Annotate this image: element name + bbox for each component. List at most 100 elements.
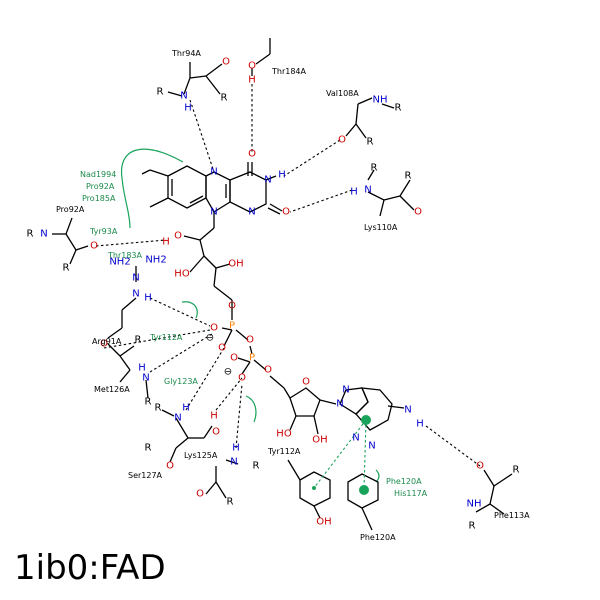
residue-phe120-side: Phe120A: [360, 533, 396, 542]
ring-centroid-phe120: [359, 485, 369, 495]
atom-lys125-n: N: [174, 413, 181, 424]
atom-thr94-r1: R: [157, 87, 164, 98]
atom-n9: N: [336, 399, 343, 410]
atom-o2p-phos: O: [218, 343, 226, 354]
residue-pro185: Pro185A: [82, 194, 116, 203]
atom-thr94-o: O: [222, 57, 230, 68]
atom-thr94-r2: R: [221, 93, 228, 104]
hydrophobic-arc-gly123: [245, 395, 257, 423]
hbond-ser127-op: [215, 377, 243, 411]
hydrophobic-arc-tyr112: [181, 301, 198, 319]
atom-ser127-n: N: [230, 457, 237, 468]
atom-thr94-h: H: [184, 103, 192, 114]
residue-arg91: Arg91A: [92, 337, 122, 346]
hbond-arg91-op: [149, 297, 211, 327]
pi-tyr112: [313, 419, 367, 489]
atom-o2a-ribose: OH: [312, 435, 327, 446]
atom-p2: P: [249, 353, 255, 364]
hbond-lys110-o2: [289, 189, 353, 213]
atom-o2a: O: [238, 373, 246, 384]
atom-lys125-h: H: [182, 403, 190, 414]
residue-nad1994: Nad1994: [80, 170, 116, 179]
atom-val108-r2: R: [367, 137, 374, 148]
atom-ser127-o: O: [196, 489, 204, 500]
atom-n10: N: [210, 207, 217, 218]
residue-pro92: Pro92A: [56, 205, 85, 214]
hydrophobic-arc-phe120: [375, 469, 380, 483]
atom-o5p: O: [228, 301, 236, 312]
atom-o3p-bridge: O: [246, 335, 254, 346]
residue-lys125: Lys125A: [184, 451, 218, 460]
atom-o5a: O: [264, 365, 272, 376]
residue-thr184: Thr184A: [271, 67, 307, 76]
atom-lys110-r2: R: [405, 171, 412, 182]
atom-met126-o: O: [100, 339, 108, 350]
residue-phe113: Phe113A: [494, 511, 530, 520]
benzene-ring: [167, 165, 207, 209]
atom-arg91-ne: N: [132, 273, 139, 284]
atom-n3: N: [264, 175, 271, 186]
atom-h2p: H: [162, 237, 170, 248]
atom-phe113-nh: NH: [467, 499, 482, 510]
pi-phe120: [363, 419, 367, 491]
atom-labels: N N N N H O O O H HO OH O P O ⊖ O O P O …: [27, 57, 520, 532]
atom-lys110-o: O: [414, 207, 422, 218]
atom-arg91-nh2b: NH2: [145, 255, 166, 266]
pi-stacking: [312, 415, 371, 495]
atom-h6: H: [416, 419, 424, 430]
atom-ser127-h2: H: [232, 443, 240, 454]
ring-centroid-tyr112: [312, 486, 316, 490]
residue-his117: His117A: [394, 489, 428, 498]
atom-val108-nh: NH: [373, 95, 388, 106]
atom-lys110-n: N: [364, 185, 371, 196]
atom-o1a: O: [230, 353, 238, 364]
atom-thr94-n: N: [180, 91, 187, 102]
tyr112-ring: [299, 471, 331, 507]
atom-pro92-r2: R: [63, 263, 70, 274]
atom-o4a: O: [302, 377, 310, 388]
hydrophobic-arc-nad: [120, 148, 184, 229]
residue-val108: Val108A: [326, 89, 359, 98]
hydrogen-bonds: [95, 84, 481, 467]
residue-pro92-hydrophobic: Pro92A: [86, 182, 115, 191]
atom-lys110-r1: R: [371, 163, 378, 174]
atom-charge-1: ⊖: [206, 333, 214, 344]
atom-o4p: OH: [228, 259, 243, 270]
phe120-ring: [347, 473, 379, 509]
ring-centroid-adenine: [361, 415, 371, 425]
atom-n5: N: [210, 167, 217, 178]
atom-met126-n: N: [142, 373, 149, 384]
atom-pro92-o: O: [90, 241, 98, 252]
atom-phe113-o: O: [476, 461, 484, 472]
hydrophobic-arcs: [120, 148, 380, 483]
ligand-bonds: [52, 38, 513, 531]
atom-o4: O: [248, 149, 256, 160]
residue-phe120-hydrophobic: Phe120A: [386, 477, 422, 486]
atom-ser127-r2: R: [227, 497, 234, 508]
page-title: 1ib0:FAD: [14, 548, 166, 588]
hbond-thr94-n5: [189, 99, 215, 173]
hbond-lys125n-op: [235, 383, 243, 449]
atom-o3p: HO: [174, 269, 190, 280]
atom-n3a: N: [352, 433, 359, 444]
atom-p1: P: [229, 321, 235, 332]
residue-lys110: Lys110A: [364, 223, 398, 232]
residue-gly123: Gly123A: [164, 377, 198, 386]
atom-pro92-r1: R: [27, 229, 34, 240]
atom-n1: N: [248, 207, 255, 218]
atom-arg91-nh2a: NH2: [109, 257, 130, 268]
atom-pro92-n: N: [40, 229, 47, 240]
residue-tyr112-side: Tyr112A: [267, 447, 301, 456]
residue-labels: Thr94A Thr184A Val108A Lys110A Pro92A Ar…: [56, 49, 530, 542]
atom-lys125-r1: R: [155, 403, 162, 414]
atom-ser127-h: H: [210, 411, 218, 422]
adenine-six-ring: [355, 387, 393, 431]
residue-thr183: Thr183A: [107, 251, 143, 260]
atom-o1p: O: [210, 323, 218, 334]
atom-val108-r1: R: [395, 103, 402, 114]
atom-thr184-o: O: [248, 61, 256, 72]
atom-charge-2: ⊖: [224, 367, 232, 378]
atom-ser127-og: O: [212, 427, 220, 438]
atom-met126-r1: R: [135, 335, 142, 346]
